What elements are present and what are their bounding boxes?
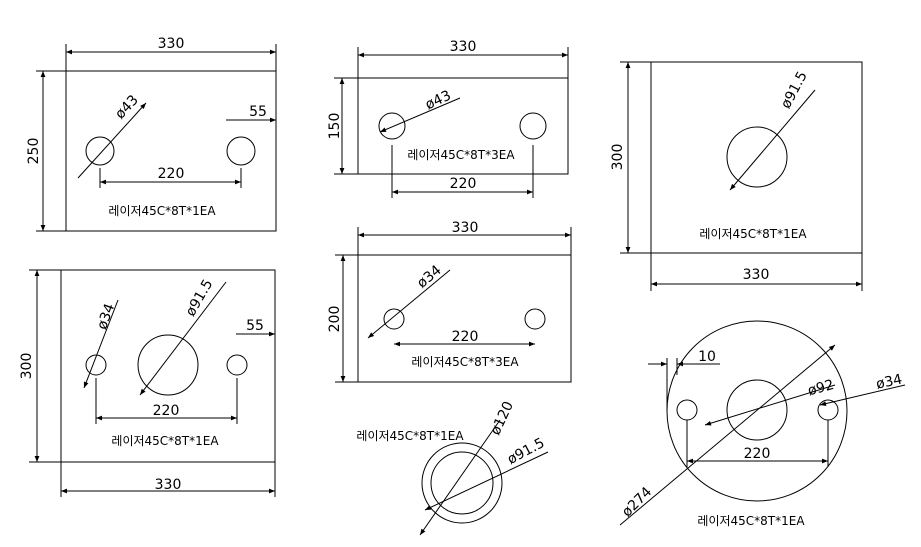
plate-1-note: 레이저45C*8T*1EA [108, 204, 216, 218]
part-7-disc: 10 ø92 ø34 220 ø274 레이저45C*8T*1EA [619, 320, 906, 528]
plate-2: 330 150 ø43 220 레이저45C*8T*3EA [327, 39, 569, 198]
disc-note: 레이저45C*8T*1EA [697, 514, 805, 528]
plate-3-dia-leader [729, 89, 816, 191]
plate-4-dia1-leader [83, 299, 119, 389]
plate-4-dia2-label: ø91.5 [183, 277, 217, 319]
plate-2-outline [357, 77, 569, 175]
part-6-ring: ø120 ø91.5 레이저45C*8T*1EA [356, 399, 549, 536]
disc-hole-center [726, 379, 788, 441]
ring-dia1-leader [419, 419, 501, 536]
plate-4-hole-center [137, 334, 199, 396]
plate-4-offset-label: 55 [246, 318, 264, 334]
plate-5-dia-leader [367, 269, 451, 339]
disc-dia1-label: ø92 [806, 377, 836, 399]
plate-4-note: 레이저45C*8T*1EA [111, 434, 219, 448]
disc-outline [666, 320, 848, 502]
plate-4: 300 ø34 ø91.5 55 220 레이저45C*8T*1EA 330 [19, 269, 276, 497]
ring-inner [430, 451, 494, 515]
plate-2-height-label: 150 [327, 113, 343, 140]
disc-spacing-label: 220 [744, 446, 771, 462]
disc-dia3-leader [619, 344, 836, 526]
plate-1-dia-leader [77, 102, 147, 179]
ring-note: 레이저45C*8T*1EA [356, 429, 464, 443]
disc-dia2-label: ø34 [875, 372, 904, 393]
plate-1-hole-right [226, 136, 256, 166]
plate-1-dia-label: ø43 [112, 92, 142, 122]
plate-5-outline [357, 254, 572, 383]
plate-2-hole-right [519, 112, 547, 140]
plate-1-spacing-label: 220 [158, 166, 185, 182]
disc-hole-left [676, 399, 698, 421]
disc-offset-label: 10 [698, 349, 716, 365]
plate-3: 300 ø91.5 330 레이저45C*8T*1EA [610, 61, 863, 291]
plate-3-height-label: 300 [610, 144, 626, 171]
plate-5: 330 200 ø34 220 레이저45C*8T*3EA [327, 220, 572, 383]
plate-2-width-label: 330 [450, 39, 477, 55]
plate-4-spacing-label: 220 [153, 403, 180, 419]
plate-5-hole-left [383, 308, 405, 330]
plate-2-dia-label: ø43 [423, 88, 454, 114]
plate-5-hole-right [524, 308, 546, 330]
plate-2-dia-leader [379, 97, 461, 133]
plate-5-spacing-label: 220 [452, 329, 479, 345]
disc-dia2-leader [819, 384, 906, 406]
plate-4-height-label: 300 [19, 353, 35, 380]
plate-1-outline [65, 70, 277, 232]
ring-dia2-leader [424, 451, 549, 511]
ring-dia1-label: ø120 [488, 399, 517, 438]
plate-4-outline [60, 269, 276, 463]
plate-4-dia2-leader [139, 281, 227, 396]
plate-3-dia-label: ø91.5 [778, 69, 811, 112]
plate-5-height-label: 200 [327, 306, 343, 333]
plate-1-width-label: 330 [158, 36, 185, 52]
plate-2-note: 레이저45C*8T*3EA [407, 148, 515, 162]
disc-dia3-label: ø274 [619, 484, 655, 520]
ring-outer [421, 442, 503, 524]
plate-3-note: 레이저45C*8T*1EA [699, 227, 807, 241]
plate-1-offset-label: 55 [249, 104, 267, 120]
disc-dia1-leader [704, 384, 836, 426]
plate-4-width-label: 330 [155, 477, 182, 493]
plate-1-height-label: 250 [26, 138, 42, 165]
plate-2-spacing-label: 220 [450, 176, 477, 192]
plate-5-dia-label: ø34 [414, 262, 445, 291]
plate-5-note: 레이저45C*8T*3EA [411, 355, 519, 369]
plate-4-hole-right [226, 354, 248, 376]
plate-2-hole-left [378, 112, 406, 140]
plate-5-width-label: 330 [452, 220, 479, 236]
ring-dia2-label: ø91.5 [505, 435, 548, 468]
plate-1: 330 250 ø43 55 220 레이저45C*8T*1EA [26, 36, 277, 232]
plate-3-outline [650, 61, 863, 254]
plate-3-width-label: 330 [743, 267, 770, 283]
plate-4-hole-left [85, 354, 107, 376]
plate-3-hole-center [726, 126, 788, 188]
plate-4-dia1-label: ø34 [94, 301, 118, 331]
plate-1-hole-left [85, 136, 115, 166]
